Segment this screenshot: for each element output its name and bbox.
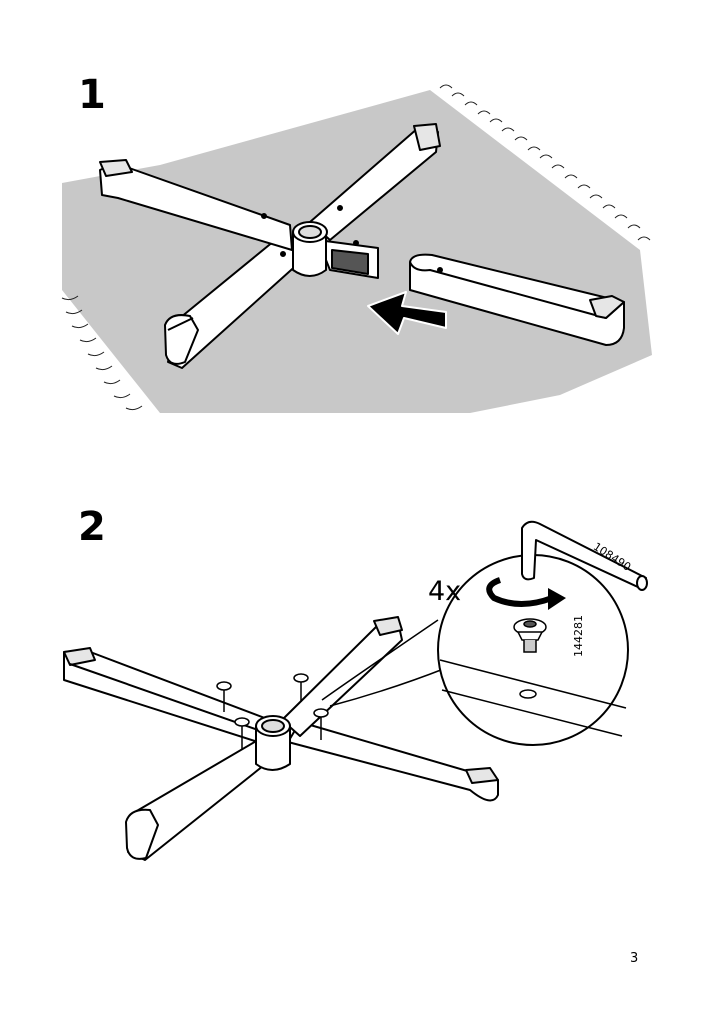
screws-small (216, 673, 329, 750)
rotate-clockwise-icon (486, 577, 566, 610)
allen-key-icon (521, 520, 648, 591)
page-number: 3 (630, 951, 639, 966)
step1-illustration (61, 84, 652, 413)
insert-arrow (367, 291, 447, 335)
step-number-1: 1 (78, 72, 106, 118)
callout-leader (321, 619, 447, 707)
step2-illustration (63, 520, 648, 861)
screw-part-number: 144281 (572, 615, 585, 657)
detail-content (439, 618, 627, 737)
rug-fringe (61, 84, 651, 411)
star-base (99, 123, 441, 369)
assembled-base (63, 616, 499, 861)
quantity-label: 4x (428, 576, 462, 607)
loose-leg (409, 253, 625, 346)
step-number-2: 2 (78, 504, 106, 550)
